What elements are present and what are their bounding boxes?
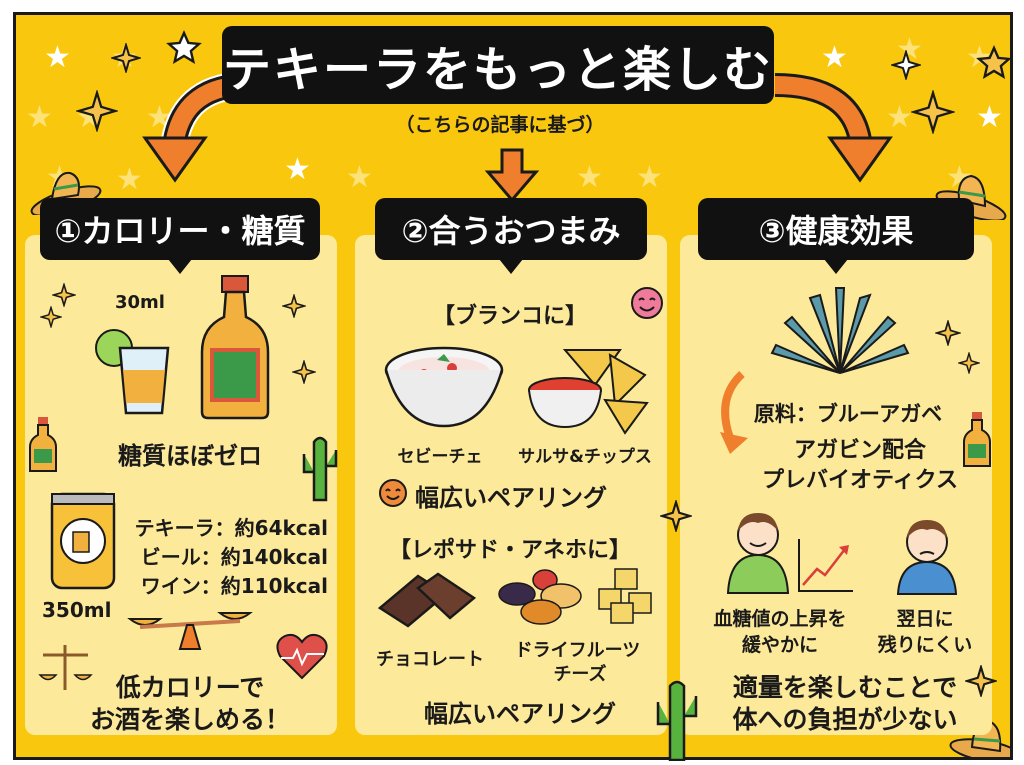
can-volume-label: 350ml xyxy=(42,598,112,622)
heart-rate-icon xyxy=(276,633,328,680)
sparkle-icon xyxy=(891,50,921,80)
calorie-conclusion: 低カロリーで お酒を楽しめる！ xyxy=(75,672,305,736)
calorie-wine: ワイン：約110kcal xyxy=(140,574,328,598)
benefit-hangover: 翌日に 残りにくい xyxy=(870,606,980,658)
health-conclusion-line2: 体への負担が少ない xyxy=(732,705,958,734)
calorie-tequila: テキーラ：約64kcal xyxy=(134,516,328,540)
benefit-blood-sugar-line1: 血糖値の上昇を xyxy=(713,608,847,630)
section-header-calories: ①カロリー・糖質 xyxy=(40,198,320,274)
section-header-snacks: ②合うおつまみ xyxy=(375,198,647,274)
panel-health xyxy=(680,235,992,735)
blanco-heading: 【ブランコに】 xyxy=(432,304,587,329)
sparkle-icon xyxy=(935,320,961,346)
small-bottle-icon xyxy=(963,412,991,467)
agavin-info: アガビン配合 プレバイオティクス xyxy=(735,436,985,496)
sugar-note: 糖質ほぼゼロ xyxy=(118,442,262,470)
small-bottle-icon xyxy=(29,417,57,472)
shot-volume-label: 30ml xyxy=(115,292,165,313)
calorie-conclusion-line2: お酒を楽しめる！ xyxy=(89,705,290,734)
star-icon: ★ xyxy=(976,100,1003,135)
page-subtitle: （こちらの記事に基づ） xyxy=(395,114,605,136)
tequila-bottle-icon xyxy=(200,275,270,420)
star-icon: ★ xyxy=(896,32,923,67)
benefit-blood-sugar-line2: 緩やかに xyxy=(741,634,818,656)
ingredient-label: 原料：ブルーアガベ xyxy=(753,402,943,426)
blue-agave-icon xyxy=(770,287,910,374)
sparkle-icon xyxy=(40,306,62,328)
sparkle-icon xyxy=(965,665,997,697)
sparkle-icon xyxy=(958,352,980,374)
calorie-conclusion-line1: 低カロリーで xyxy=(115,673,265,702)
star-icon: ★ xyxy=(821,40,848,75)
smiley-icon xyxy=(379,479,407,507)
aged-heading: 【レポサド・アネホに】 xyxy=(388,538,631,563)
aged-item-dried-fruit: ドライフルーツ xyxy=(514,640,641,661)
salsa-chips-icon xyxy=(528,349,649,435)
star-icon: ★ xyxy=(44,40,71,75)
aged-item-cheese: チーズ xyxy=(553,664,607,685)
star-outline-icon xyxy=(166,30,202,64)
blanco-pairing-note: 幅広いペアリング xyxy=(415,484,607,512)
rising-chart-icon xyxy=(798,539,853,592)
page-title: テキーラをもっと楽しむ xyxy=(222,26,774,104)
blanco-item-salsa-chips: サルサ&チップス xyxy=(518,447,652,467)
panel-snacks xyxy=(355,235,667,735)
sparkle-icon xyxy=(52,283,76,307)
blanco-item-ceviche: セビーチェ xyxy=(397,447,483,467)
down-arrow-icon xyxy=(484,148,540,203)
section-header-health: ③健康効果 xyxy=(698,198,974,274)
health-conclusion: 適量を楽しむことで 体への負担が少ない xyxy=(715,672,975,736)
calorie-beer: ビール：約140kcal xyxy=(140,545,328,569)
calorie-list: テキーラ：約64kcal ビール：約140kcal ワイン：約110kcal xyxy=(118,514,328,601)
star-icon: ★ xyxy=(636,160,663,195)
sparkle-icon xyxy=(660,500,692,532)
tequila-shot-icon xyxy=(95,329,170,415)
star-icon: ★ xyxy=(284,152,311,187)
happy-person-icon xyxy=(726,513,790,594)
star-icon: ★ xyxy=(346,160,373,195)
star-icon: ★ xyxy=(116,162,143,197)
aged-pairing-note: 幅広いペアリング xyxy=(424,700,616,728)
agavin-line2: プレバイオティクス xyxy=(761,468,959,493)
cactus-icon xyxy=(302,436,338,502)
health-conclusion-line1: 適量を楽しむことで xyxy=(732,673,958,702)
beer-can-icon xyxy=(50,492,116,590)
agavin-line1: アガビン配合 xyxy=(793,438,926,463)
smiley-tongue-icon xyxy=(631,287,663,319)
star-icon: ★ xyxy=(576,160,603,195)
cheese-cubes-icon xyxy=(598,568,652,624)
sparkle-icon xyxy=(282,294,306,318)
cactus-icon xyxy=(656,680,698,761)
sparkle-icon xyxy=(76,90,118,132)
benefit-blood-sugar: 血糖値の上昇を 緩やかに xyxy=(695,606,865,658)
chocolate-icon xyxy=(378,572,477,628)
dried-fruit-icon xyxy=(498,569,582,625)
sparkle-icon xyxy=(111,43,141,73)
curved-arrow-right-icon xyxy=(774,73,893,183)
sparkle-icon xyxy=(292,360,316,384)
balance-scale-icon xyxy=(127,612,253,650)
star-icon: ★ xyxy=(886,100,913,135)
ceviche-bowl-icon xyxy=(384,346,504,428)
star-icon: ★ xyxy=(26,100,53,135)
benefit-hangover-line2: 残りにくい xyxy=(877,634,973,656)
benefit-hangover-line1: 翌日に xyxy=(896,608,954,630)
scales-of-justice-icon xyxy=(38,645,93,690)
curved-arrow-icon xyxy=(720,371,748,454)
sparkle-icon xyxy=(911,90,955,134)
star-outline-icon xyxy=(976,45,1010,79)
tired-person-icon xyxy=(896,520,958,595)
aged-item-chocolate: チョコレート xyxy=(376,649,484,670)
